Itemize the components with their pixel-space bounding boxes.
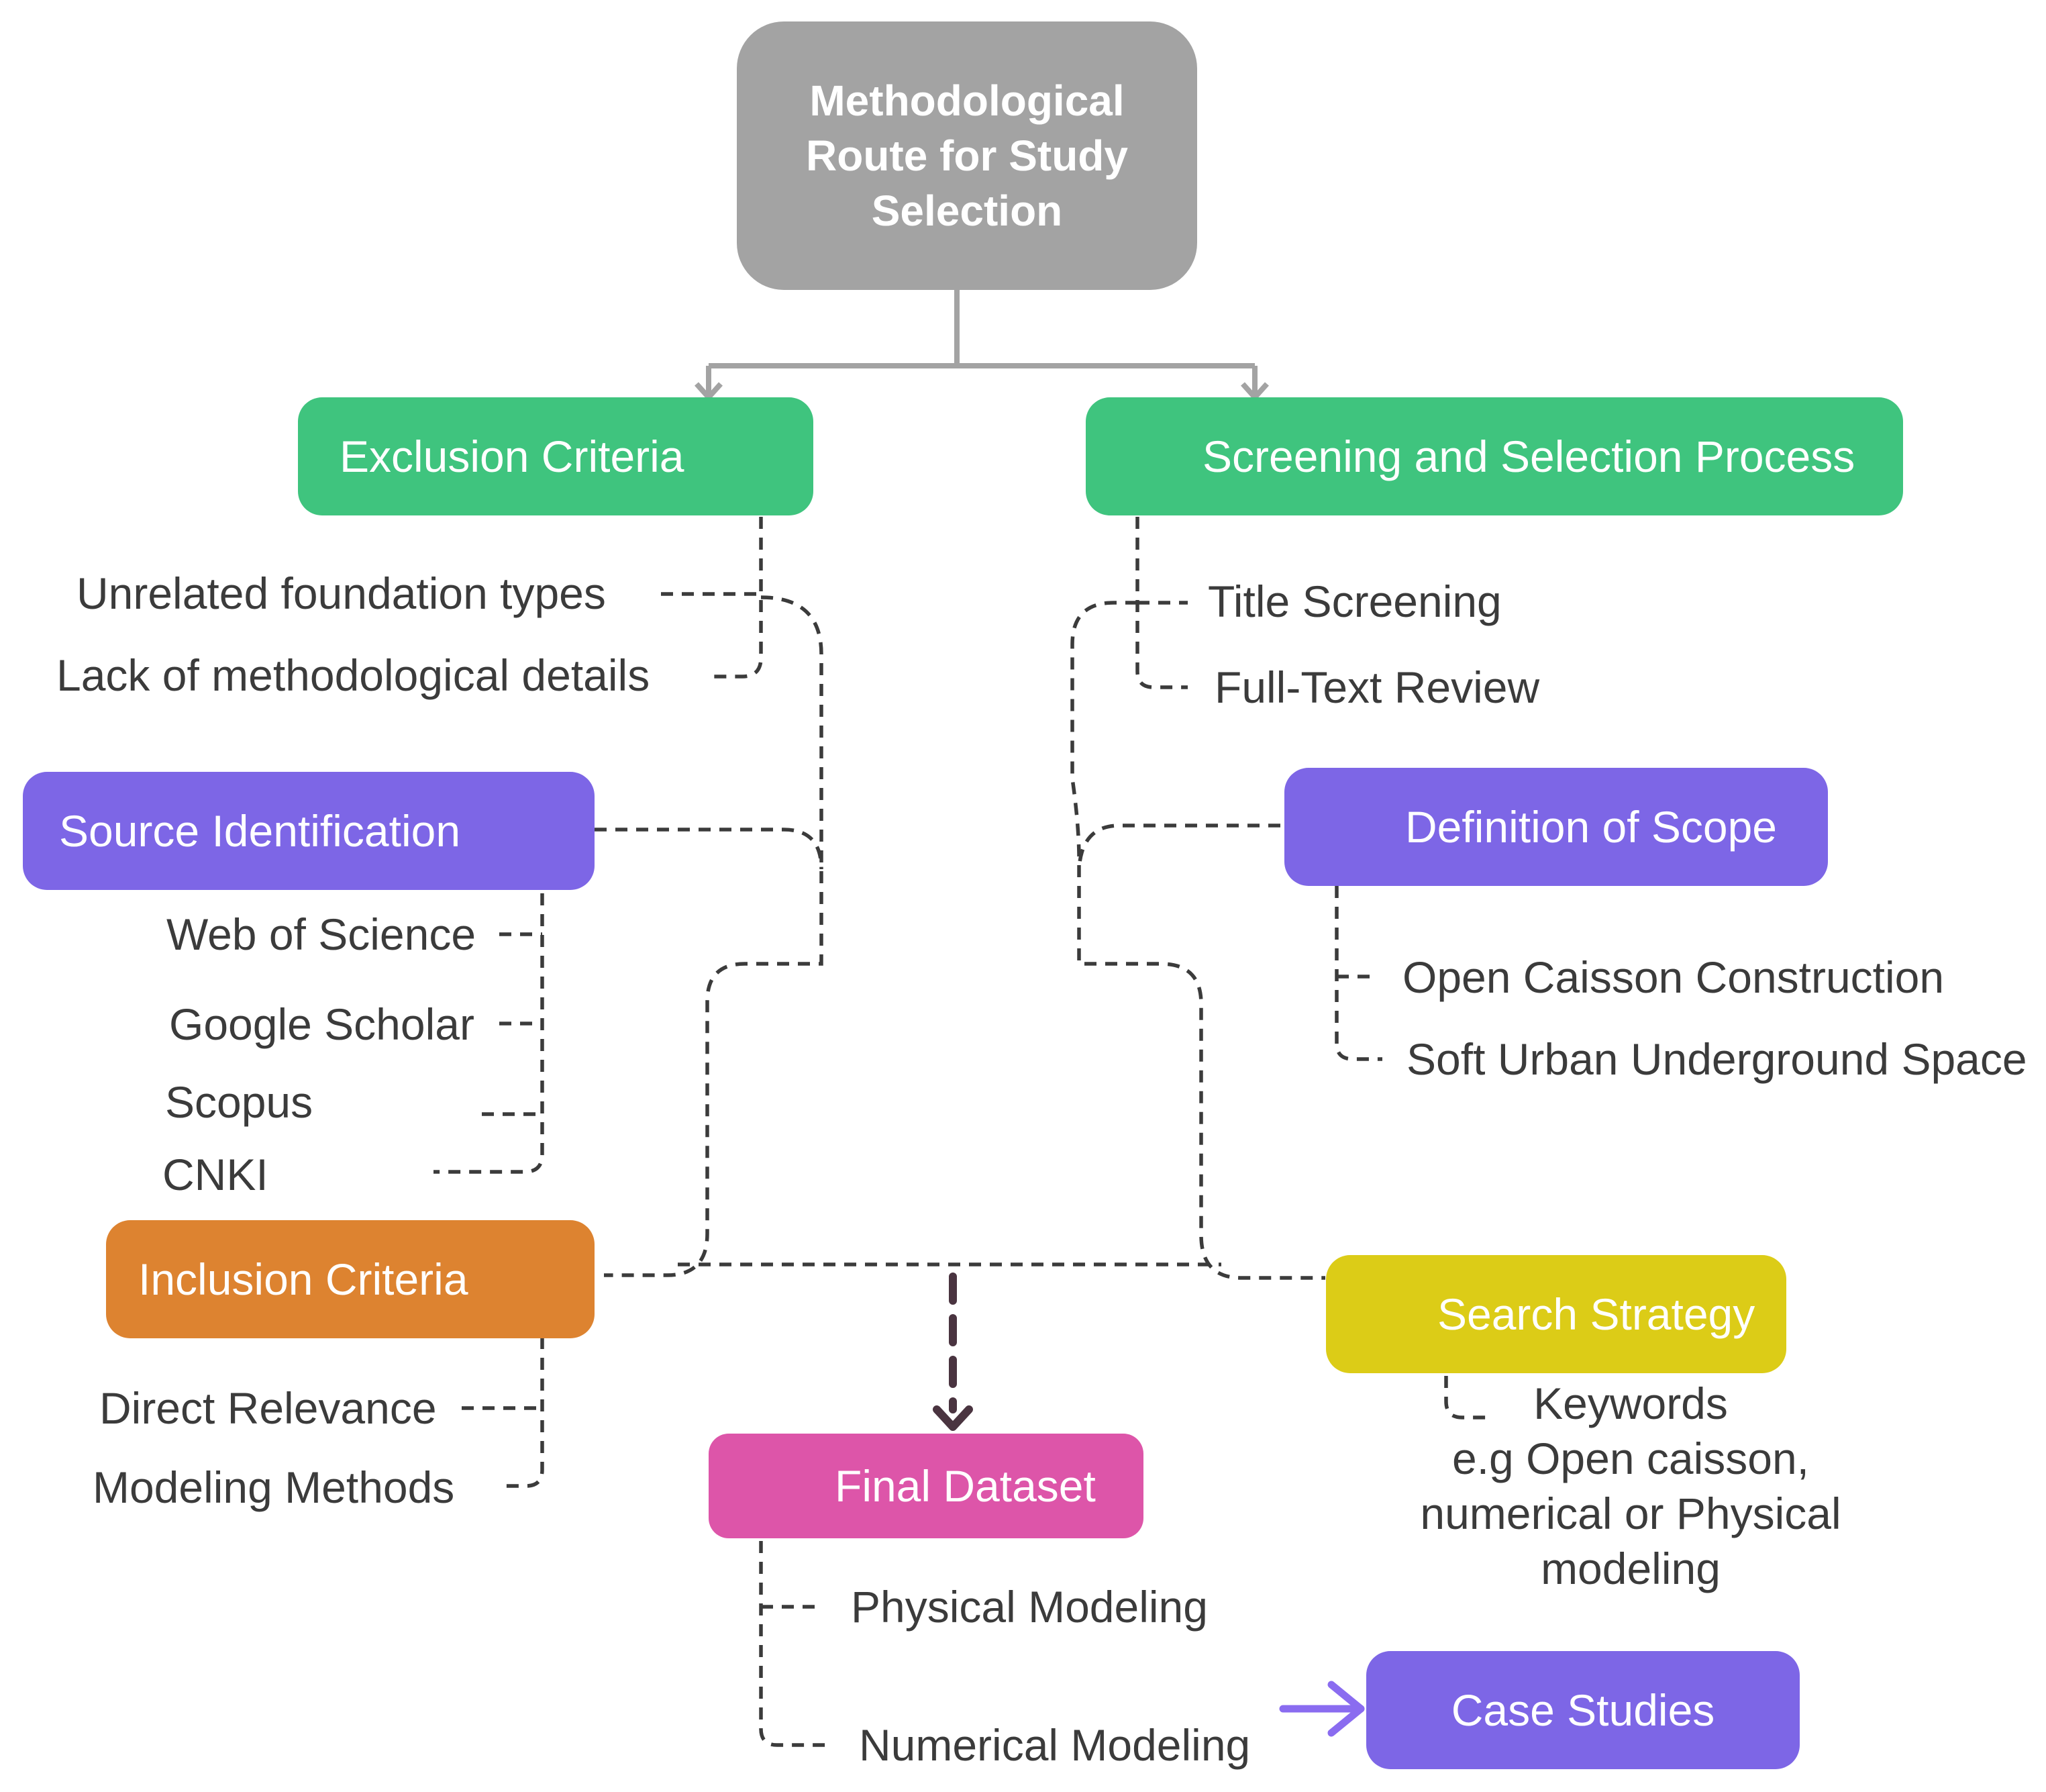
search-keywords: Keywords e.g Open caisson, numerical or … bbox=[1382, 1376, 1879, 1596]
inclusion-item: Modeling Methods bbox=[93, 1462, 455, 1512]
search-strategy-label: Search Strategy bbox=[1437, 1289, 1755, 1339]
inclusion-item-connector bbox=[502, 1337, 544, 1488]
to-final-arrow bbox=[933, 1273, 973, 1431]
to-case-arrow bbox=[1279, 1681, 1365, 1737]
source-item: Google Scholar bbox=[169, 999, 474, 1049]
exclusion-item: Unrelated foundation types bbox=[76, 568, 606, 618]
scope-to-center-connector bbox=[1077, 824, 1280, 870]
exclusion-criteria-node: Exclusion Criteria bbox=[298, 397, 813, 515]
root-connectors bbox=[695, 290, 1269, 401]
source-item-connector bbox=[433, 873, 544, 1174]
search-strategy-node: Search Strategy bbox=[1326, 1255, 1786, 1373]
source-item: Web of Science bbox=[166, 909, 476, 959]
final-item-connector bbox=[759, 1541, 832, 1747]
screening-to-center-connector bbox=[1070, 601, 1325, 1280]
screening-selection-node: Screening and Selection Process bbox=[1086, 397, 1903, 515]
search-item: e.g Open caisson, bbox=[1452, 1434, 1809, 1483]
final-dataset-label: Final Dataset bbox=[835, 1461, 1096, 1511]
exclusion-to-center-connector bbox=[604, 595, 823, 1277]
exclusion-item: Lack of methodological details bbox=[56, 650, 650, 700]
exclusion-criteria-label: Exclusion Criteria bbox=[340, 432, 684, 481]
final-item: Numerical Modeling bbox=[859, 1720, 1251, 1770]
final-item: Physical Modeling bbox=[851, 1582, 1208, 1632]
final-dataset-node: Final Dataset bbox=[709, 1434, 1143, 1538]
source-item: CNKI bbox=[162, 1150, 268, 1199]
source-to-center-connector bbox=[595, 828, 823, 870]
inclusion-criteria-label: Inclusion Criteria bbox=[138, 1254, 468, 1304]
case-studies-node: Case Studies bbox=[1366, 1651, 1800, 1769]
root-title: Methodological Route for Study Selection bbox=[806, 77, 1128, 235]
to-case-arrow-head bbox=[1327, 1681, 1365, 1737]
search-item: Keywords bbox=[1533, 1379, 1728, 1428]
definition-of-scope-node: Definition of Scope bbox=[1284, 768, 1828, 886]
source-identification-node: Source Identification bbox=[23, 772, 595, 890]
root-node: Methodological Route for Study Selection bbox=[737, 21, 1197, 290]
scope-item-connector bbox=[1335, 886, 1382, 1061]
source-identification-label: Source Identification bbox=[59, 806, 461, 856]
screening-item-connector bbox=[1135, 517, 1188, 689]
scope-item: Soft Urban Underground Space bbox=[1406, 1034, 2027, 1084]
screening-item: Full-Text Review bbox=[1215, 662, 1540, 712]
search-item-connector bbox=[1444, 1376, 1490, 1420]
inclusion-criteria-node: Inclusion Criteria bbox=[106, 1220, 595, 1338]
exclusion-item-connector bbox=[708, 517, 763, 679]
source-item: Scopus bbox=[165, 1077, 313, 1127]
screening-item: Title Screening bbox=[1208, 577, 1502, 626]
scope-item: Open Caisson Construction bbox=[1402, 952, 1945, 1002]
inclusion-item: Direct Relevance bbox=[99, 1383, 437, 1433]
screening-selection-label: Screening and Selection Process bbox=[1203, 432, 1855, 481]
case-studies-label: Case Studies bbox=[1451, 1685, 1715, 1735]
search-item: modeling bbox=[1541, 1544, 1721, 1593]
definition-of-scope-label: Definition of Scope bbox=[1405, 802, 1778, 852]
to-final-arrow-head bbox=[933, 1405, 973, 1431]
search-item: numerical or Physical bbox=[1420, 1489, 1841, 1538]
